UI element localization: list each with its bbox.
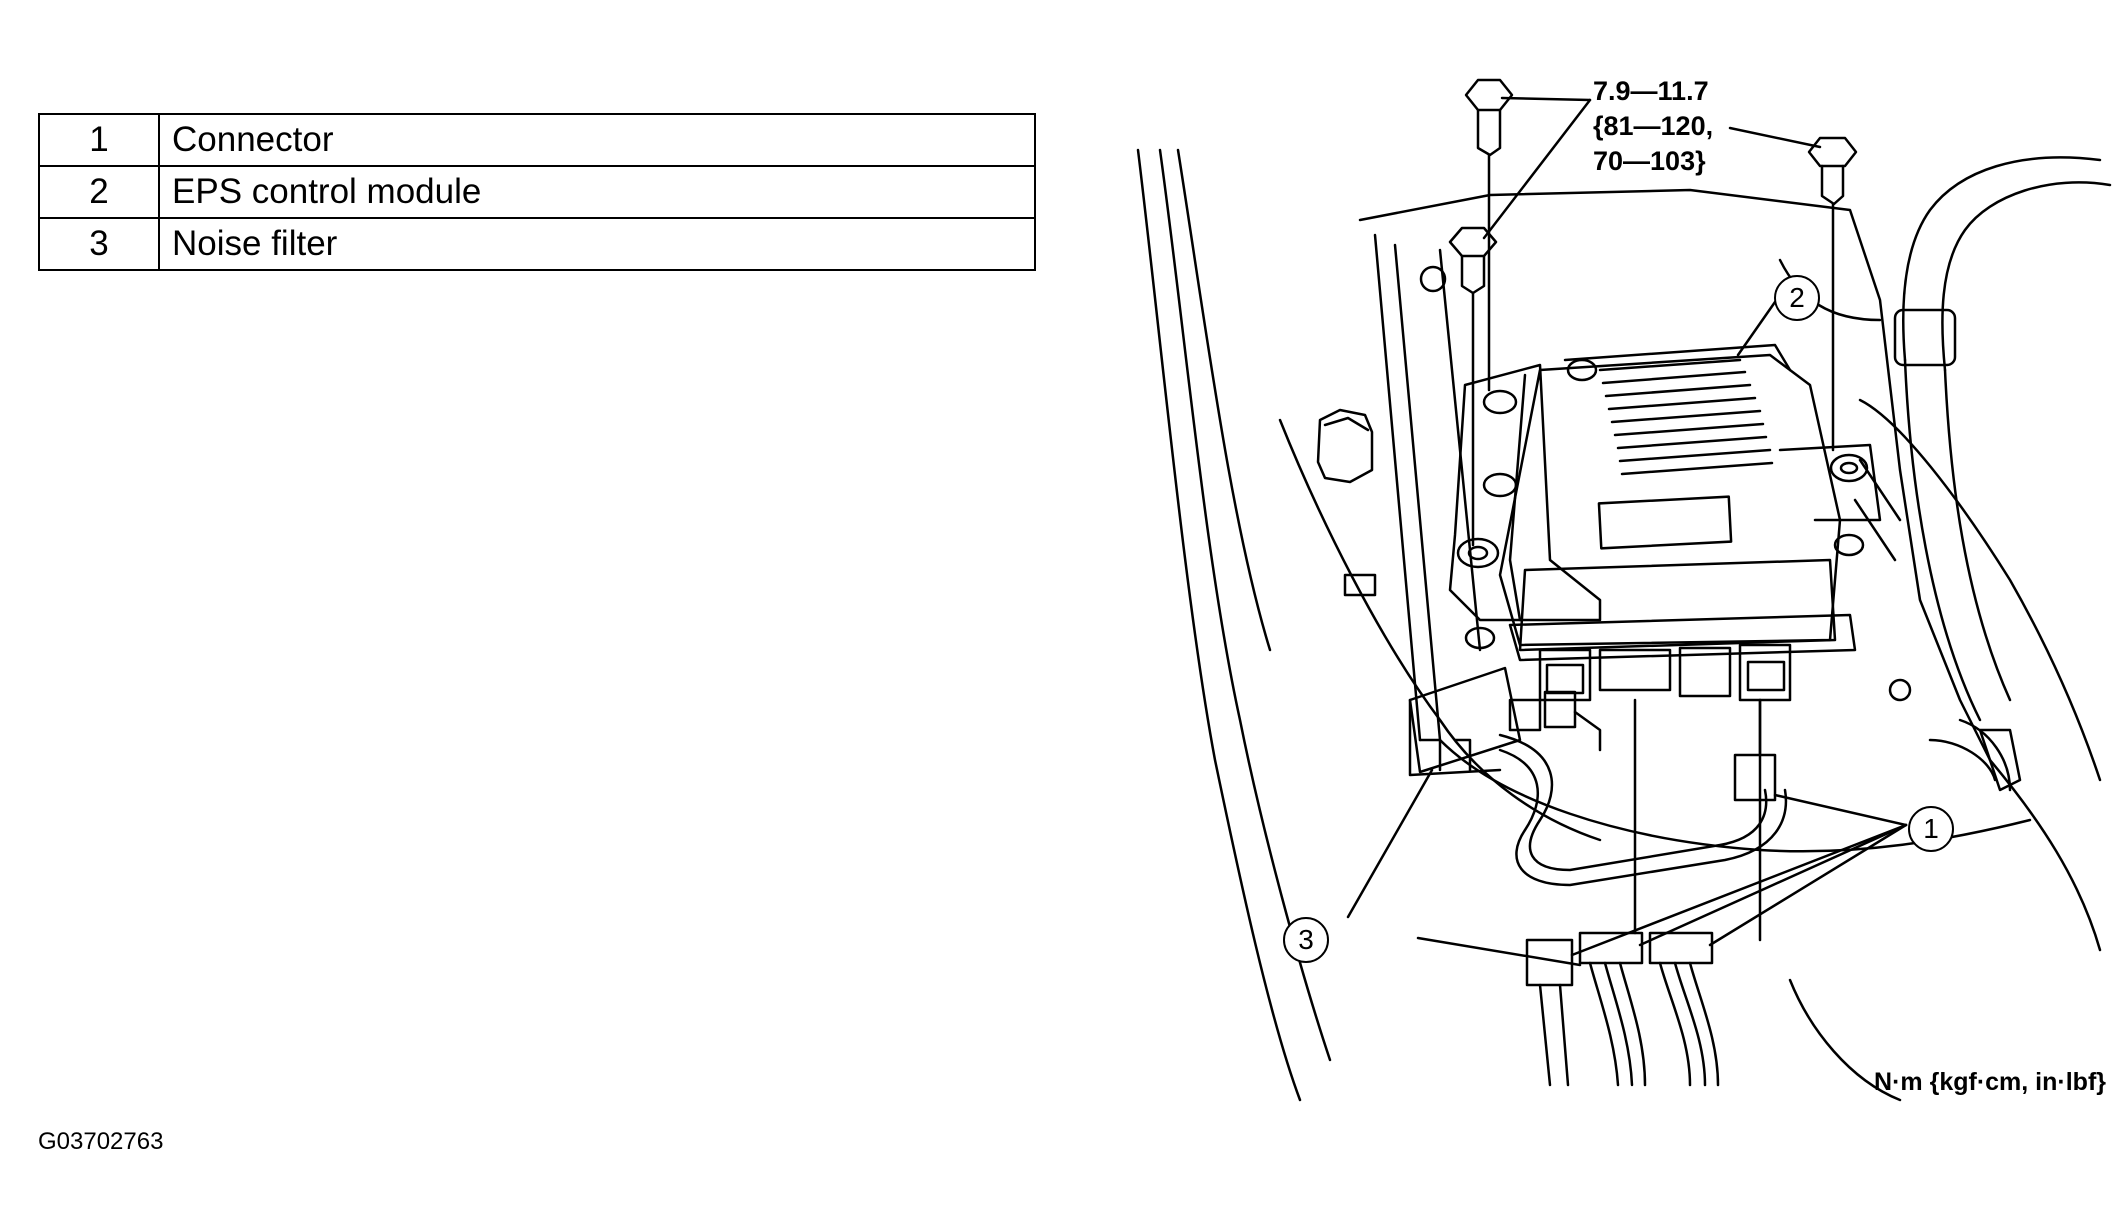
- callout-leaders: [1346, 300, 1908, 967]
- callout-noise-filter: 3: [1283, 917, 1329, 963]
- torque-leaders: [1482, 96, 1822, 240]
- eps-control-module: [1498, 343, 1857, 702]
- mounting-bolts: [1448, 78, 1858, 547]
- torque-spec-label: 7.9—11.7 {81—120, 70—103}: [1593, 76, 1714, 176]
- legend-row: 1 Connector: [38, 113, 1036, 167]
- legend-label: Connector: [158, 113, 1036, 167]
- legend-row: 2 EPS control module: [38, 165, 1036, 219]
- legend-number: 2: [38, 165, 160, 219]
- vehicle-body-outline: [1136, 148, 2112, 1102]
- legend-label: EPS control module: [158, 165, 1036, 219]
- legend-label: Noise filter: [158, 217, 1036, 271]
- legend-row: 3 Noise filter: [38, 217, 1036, 271]
- connector-plugs: [1525, 698, 1762, 1087]
- callout-eps-module: 2: [1774, 275, 1820, 321]
- wiring-harness: [1498, 698, 1788, 887]
- legend-number: 1: [38, 113, 160, 167]
- legend-number: 3: [38, 217, 160, 271]
- torque-units-label: N·m {kgf·cm, in·lbf}: [1874, 1068, 2106, 1096]
- legend-table: 1 Connector 2 EPS control module 3 Noise…: [38, 113, 1036, 271]
- figure-id: G03702763: [38, 1128, 164, 1155]
- hex-nut: [1316, 408, 1377, 597]
- noise-filter: [1408, 666, 1602, 777]
- callout-connector: 1: [1908, 806, 1954, 852]
